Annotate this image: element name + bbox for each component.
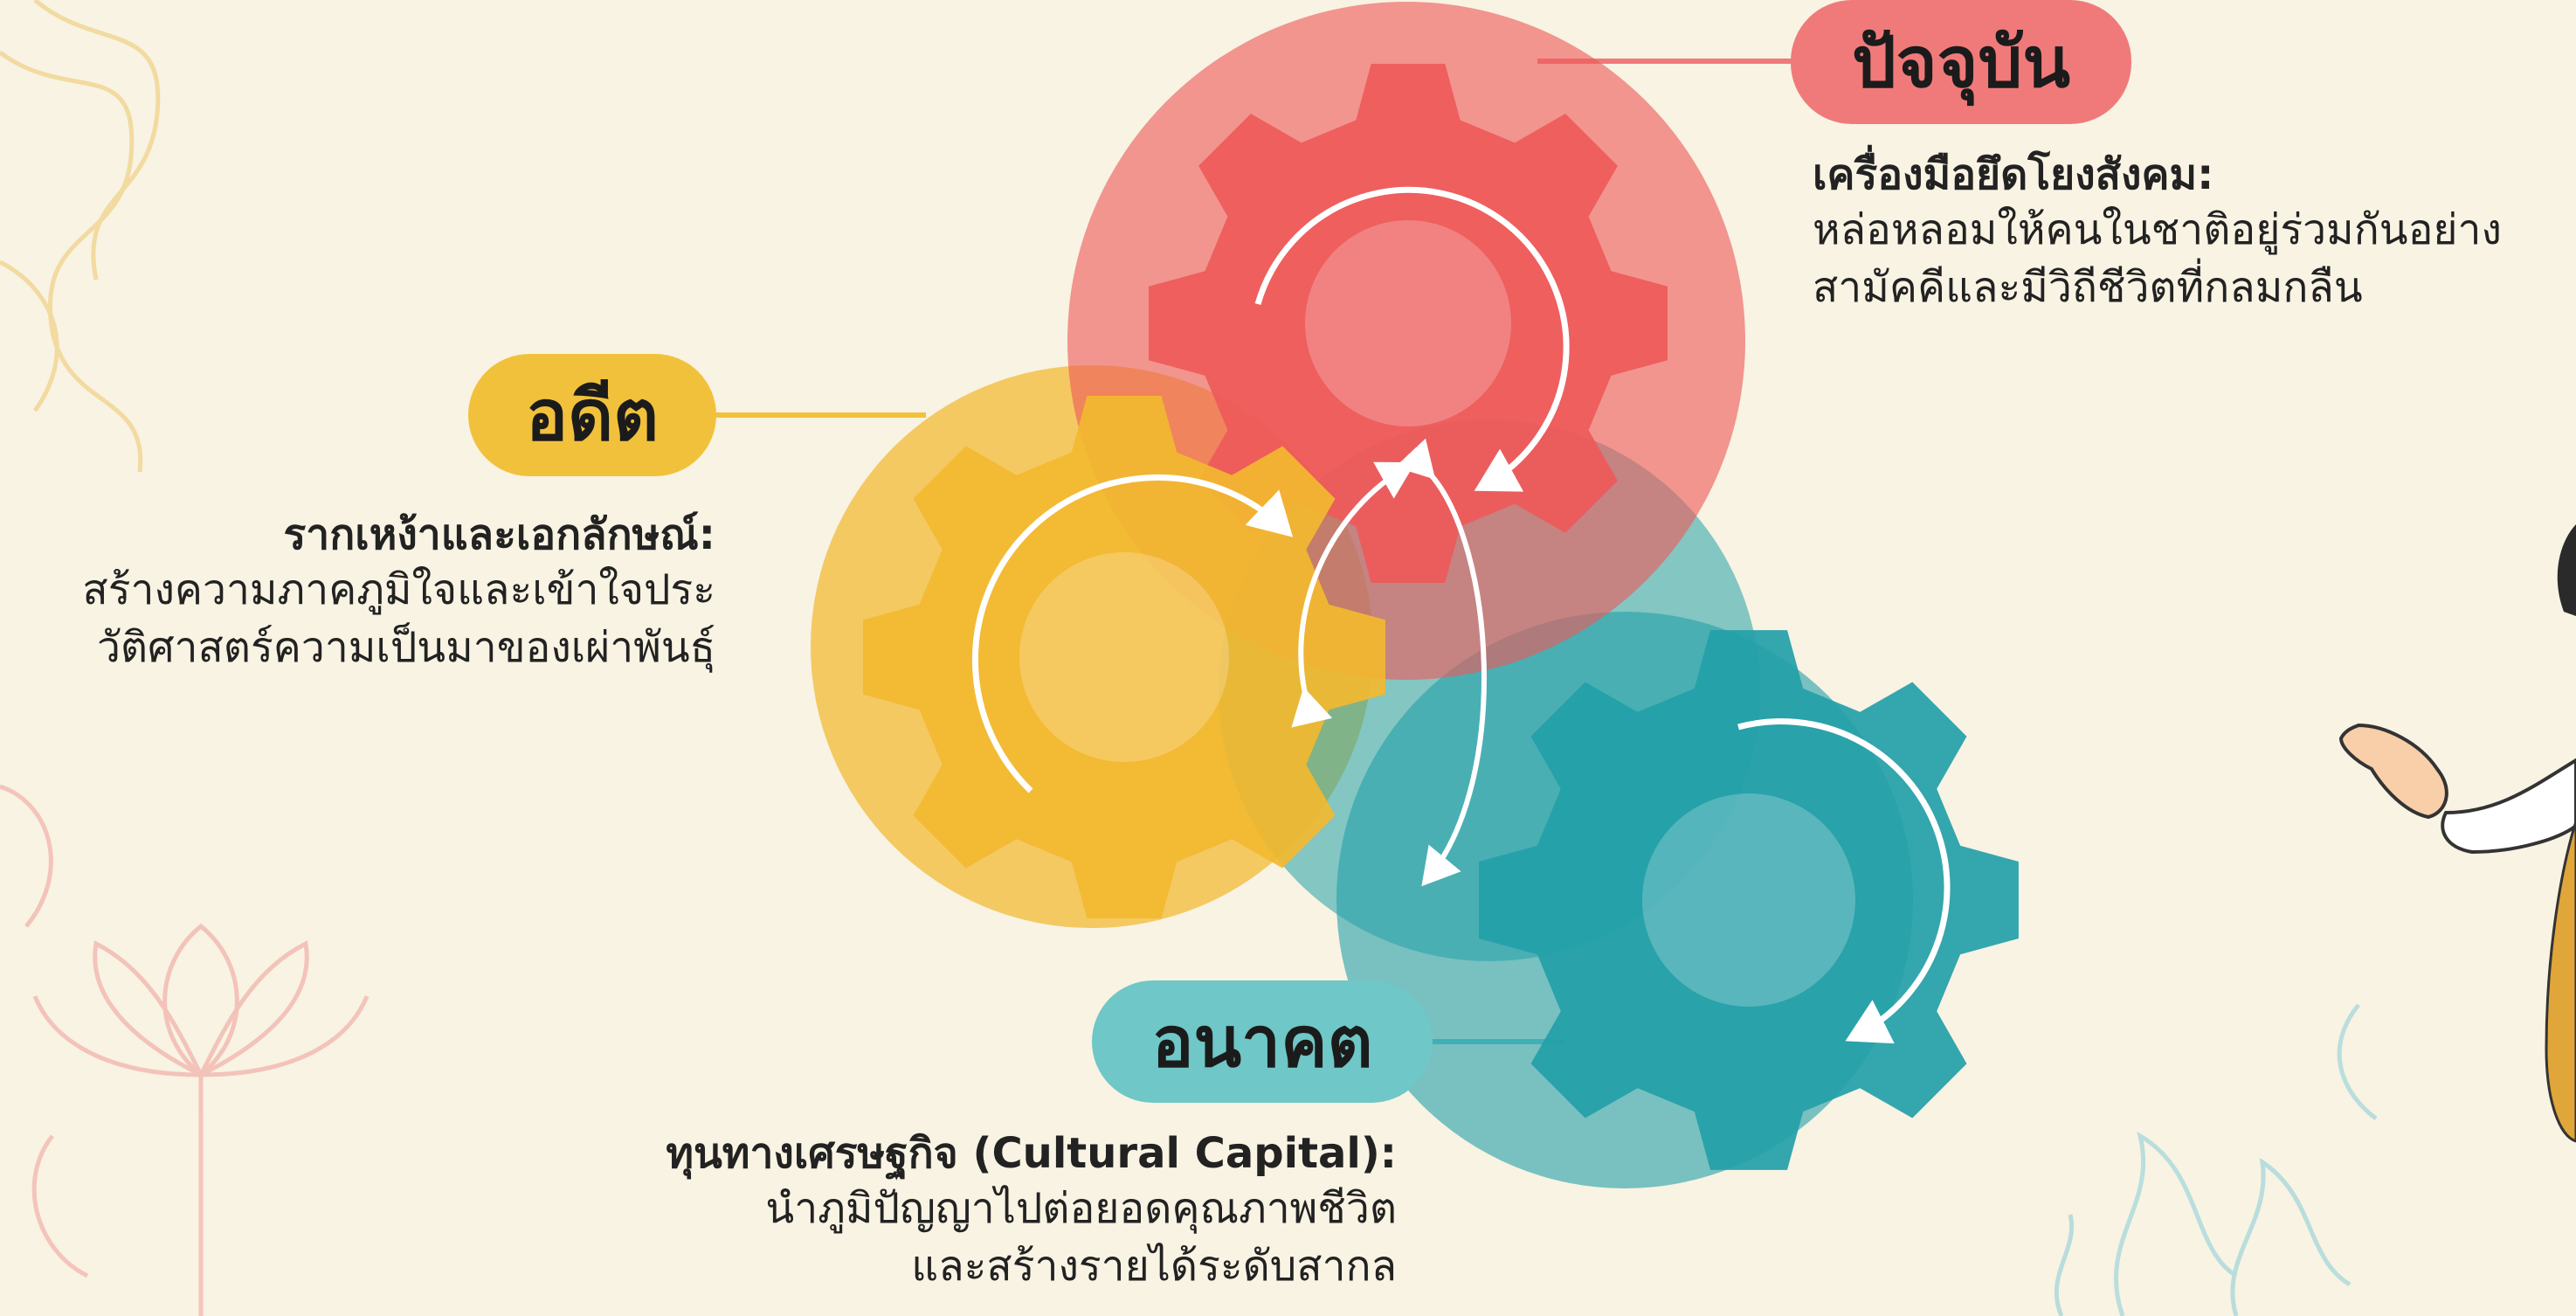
present-cycle-arrow [1254, 186, 1570, 492]
past-cycle-arrow [971, 474, 1294, 793]
link-arrow-past-present [1291, 461, 1416, 728]
present-label-pill: ปัจจุบัน [1791, 0, 2131, 124]
past-description-line: สร้างความภาคภูมิใจและเข้าใจประ [82, 565, 715, 614]
present-description-title: เครื่องมือยึดโยงสังคม: [1813, 150, 2214, 199]
future-cycle-arrow [1737, 718, 1951, 1044]
future-description: ทุนทางเศรษฐกิจ (Cultural Capital): นำภูม… [666, 1127, 1397, 1295]
future-gear-hub [1642, 793, 1855, 1007]
pointing-person-illustration [2338, 524, 2576, 1143]
past-description-title: รากเหง้าและเอกลักษณ์: [283, 510, 715, 559]
present-description-line: สามัคคีและมีวิถีชีวิตที่กลมกลืน [1813, 263, 2363, 312]
present-gear-hub [1305, 220, 1511, 426]
lotus-ornament-left-bottom [0, 784, 369, 1316]
present-description-line: หล่อหลอมให้คนในชาติอยู่ร่วมกันอย่าง [1813, 205, 2502, 254]
past-description: รากเหง้าและเอกลักษณ์: สร้างความภาคภูมิใจ… [82, 509, 715, 676]
past-description-line: วัติศาสตร์ความเป็นมาของเผ่าพันธุ์ [96, 623, 715, 672]
future-label-pill: อนาคต [1092, 980, 1433, 1103]
present-description: เครื่องมือยึดโยงสังคม: หล่อหลอมให้คนในชา… [1813, 149, 2502, 316]
past-gear-hub [1019, 552, 1229, 762]
future-description-line: และสร้างรายได้ระดับสากล [911, 1242, 1397, 1291]
future-description-line: นำภูมิปัญญาไปต่อยอดคุณภาพชีวิต [765, 1184, 1397, 1233]
decorative-kanok-ornament-right-bottom [2054, 1003, 2378, 1316]
future-description-title: ทุนทางเศรษฐกิจ (Cultural Capital): [666, 1129, 1397, 1178]
link-arrow-present-future [1394, 438, 1487, 887]
past-label-pill: อดีต [468, 354, 716, 476]
decorative-kanok-ornament-left-top [0, 0, 161, 473]
